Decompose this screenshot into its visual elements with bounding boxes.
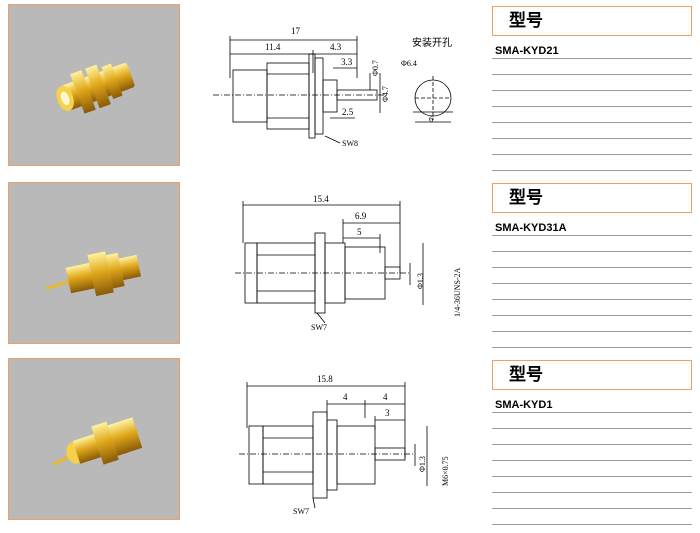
dim-pin: Φ1.3	[418, 456, 427, 472]
blank-row	[492, 236, 692, 252]
dim-c: 3	[385, 408, 390, 418]
dim-a: 6.9	[355, 211, 367, 221]
connector-photo-image	[46, 251, 142, 297]
blank-row	[492, 477, 692, 493]
product-row-2: 15.4 6.9 5 Φ1.3 1/4-36UNS-2A SW7 型号 SMA-…	[0, 175, 700, 350]
dim-pin: Φ1.3	[416, 273, 425, 289]
hole-flat: 6	[429, 115, 433, 124]
technical-drawing: 17 11.4 4.3 3.3 2.5 Φ0.7 Φ4.7 SW8 安装开孔 Φ…	[213, 26, 453, 148]
model-number: SMA-KYD1	[492, 398, 692, 413]
blank-row	[492, 300, 692, 316]
blank-row	[492, 461, 692, 477]
dim-nut: SW8	[342, 139, 358, 148]
product-row-1: 17 11.4 4.3 3.3 2.5 Φ0.7 Φ4.7 SW8 安装开孔 Φ…	[0, 0, 700, 175]
blank-row	[492, 123, 692, 139]
blank-row	[492, 107, 692, 123]
dim-total: 17	[291, 26, 301, 36]
dim-d1: Φ0.7	[371, 60, 380, 76]
model-number: SMA-KYD31A	[492, 221, 692, 236]
blank-row	[492, 445, 692, 461]
blank-row	[492, 509, 692, 525]
spec-title: 型号	[492, 183, 692, 213]
spec-table: 型号 SMA-KYD1	[492, 360, 692, 525]
dim-thread: M6×0.75	[441, 456, 450, 486]
blank-row	[492, 139, 692, 155]
technical-drawing: 15.8 4 4 3 Φ1.3 M6×0.75 SW7	[239, 374, 450, 516]
connector-photo-image	[56, 63, 135, 114]
spec-title: 型号	[492, 6, 692, 36]
blank-row	[492, 91, 692, 107]
product-photo	[8, 4, 180, 166]
dim-body: 11.4	[265, 42, 281, 52]
blank-row	[492, 268, 692, 284]
hole-dia: Φ6.4	[401, 59, 417, 68]
spec-table: 型号 SMA-KYD21	[492, 6, 692, 171]
hole-label: 安装开孔	[412, 36, 452, 49]
blank-row	[492, 59, 692, 75]
product-photo	[8, 358, 180, 520]
dim-nut: SW7	[293, 507, 309, 516]
dim-d2: Φ4.7	[381, 86, 390, 102]
dim-total: 15.8	[317, 374, 333, 384]
dim-b: 4	[383, 392, 388, 402]
spec-title: 型号	[492, 360, 692, 390]
blank-row	[492, 413, 692, 429]
dim-a: 4	[343, 392, 348, 402]
product-photo	[8, 182, 180, 344]
spec-table: 型号 SMA-KYD31A	[492, 183, 692, 348]
blank-row	[492, 155, 692, 171]
dim-total: 15.4	[313, 194, 329, 204]
blank-row	[492, 316, 692, 332]
dim-b: 5	[357, 227, 362, 237]
technical-drawing: 15.4 6.9 5 Φ1.3 1/4-36UNS-2A SW7	[235, 194, 462, 332]
dim-pin: 3.3	[341, 57, 353, 67]
dim-thread: 2.5	[342, 107, 354, 117]
blank-row	[492, 252, 692, 268]
dim-nut: SW7	[311, 323, 327, 332]
blank-row	[492, 332, 692, 348]
dim-thread: 1/4-36UNS-2A	[453, 267, 462, 317]
model-number: SMA-KYD21	[492, 44, 692, 59]
blank-row	[492, 75, 692, 91]
blank-row	[492, 284, 692, 300]
dim-mid: 4.3	[330, 42, 342, 52]
blank-row	[492, 429, 692, 445]
connector-photo-image	[52, 417, 143, 466]
product-row-3: 15.8 4 4 3 Φ1.3 M6×0.75 SW7 型号 SMA-KYD1	[0, 350, 700, 525]
blank-row	[492, 493, 692, 509]
